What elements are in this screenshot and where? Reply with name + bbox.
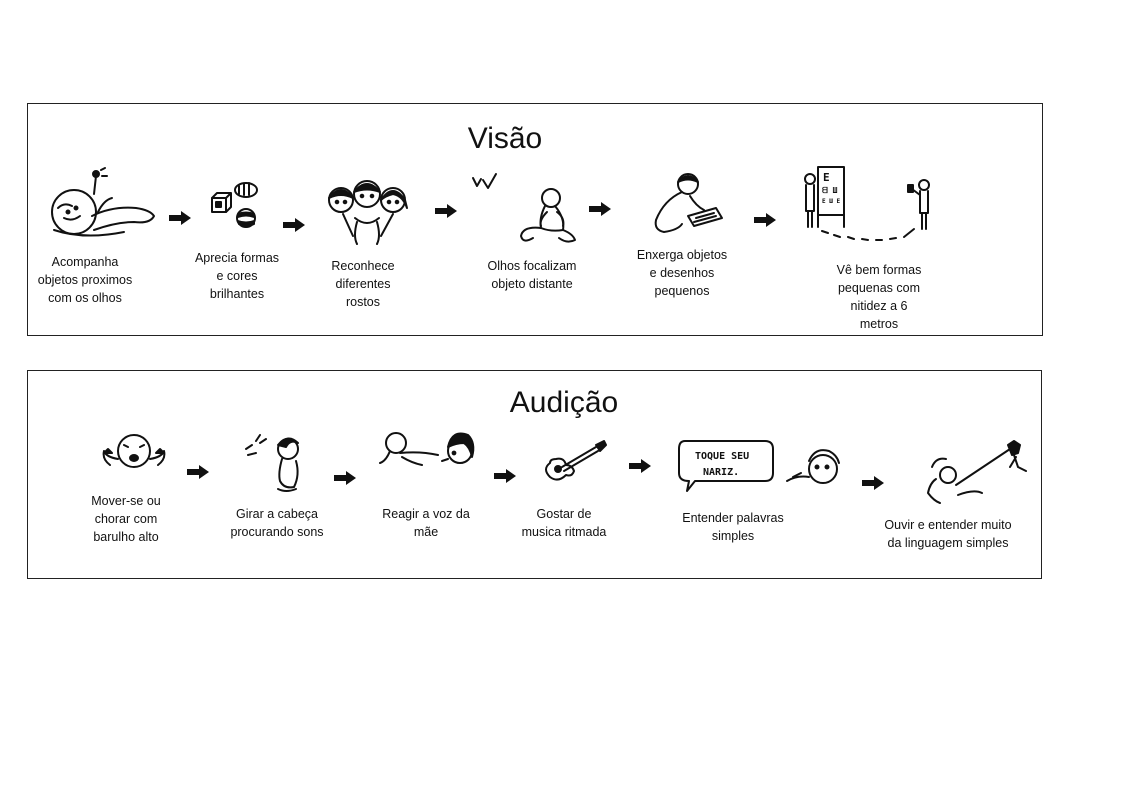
baby-and-mother-icon (379, 432, 475, 466)
visao-title: Visão (467, 122, 543, 155)
speech-bubble-child-icon: TOQUE SEU NARIZ. (678, 440, 840, 492)
svg-text:TOQUE SEU: TOQUE SEU (695, 451, 749, 462)
eye-chart-test-icon: E ᗺ Ш E Ш E (804, 166, 930, 241)
svg-text:E Ш E: E Ш E (822, 198, 840, 205)
visao-step-2-label: Aprecia formas e cores brilhantes (194, 251, 280, 301)
visao-step-6-label: Vê bem formas pequenas com nitidez a 6 m… (836, 263, 922, 331)
audicao-step-5-label: Entender palavras simples (682, 511, 784, 543)
audicao-step-1-label: Mover-se ou chorar com barulho alto (91, 494, 161, 544)
visao-step-3-label: Reconhece diferentes rostos (331, 259, 395, 309)
arrow-right-icon (629, 459, 651, 473)
baby-following-object-icon (51, 167, 155, 237)
audicao-step-4-label: Gostar de musica ritmada (521, 507, 607, 539)
visao-step-5-label: Enxerga objetos e desenhos pequenos (636, 248, 728, 298)
bright-toys-icon (211, 182, 258, 228)
visao-step-4-label: Olhos focalizam objeto distante (487, 259, 577, 291)
faces-icon (328, 180, 408, 245)
arrow-right-icon (494, 469, 516, 483)
audicao-title: Audição (509, 386, 619, 419)
child-drawing-icon (654, 173, 723, 233)
arrow-right-icon (862, 476, 884, 490)
audicao-panel: Audição Mover-se ou chorar com barulho a… (27, 370, 1042, 579)
arrow-right-icon (435, 204, 457, 218)
svg-text:ᗺ Ш: ᗺ Ш (822, 186, 838, 195)
audicao-step-6-label: Ouvir e entender muito da linguagem simp… (884, 518, 1012, 550)
arrow-right-icon (589, 202, 611, 216)
baby-looking-birds-icon (472, 173, 576, 243)
audicao-step-2-label: Girar a cabeça procurando sons (230, 507, 324, 539)
arrow-right-icon (187, 465, 209, 479)
crying-baby-icon (102, 434, 166, 468)
arrow-right-icon (754, 213, 776, 227)
arrow-right-icon (283, 218, 305, 232)
arrow-right-icon (169, 211, 191, 225)
svg-text:E: E (823, 171, 830, 184)
guitar-icon (545, 440, 607, 481)
baby-turning-head-icon (245, 434, 299, 492)
svg-text:NARIZ.: NARIZ. (703, 467, 739, 478)
audicao-step-3-label: Reagir a voz da mãe (382, 507, 470, 539)
arrow-right-icon (334, 471, 356, 485)
visao-panel: Visão Acompanha objetos proximos com os … (27, 103, 1043, 336)
pointing-child-icon (927, 440, 1027, 504)
visao-step-1-label: Acompanha objetos proximos com os olhos (37, 255, 133, 305)
